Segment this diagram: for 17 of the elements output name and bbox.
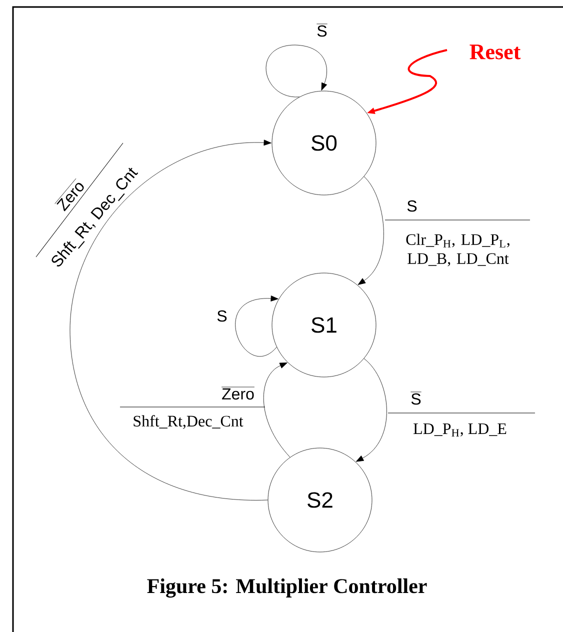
action-label: LD_P$_{H}$, LD_E [414,423,506,437]
action-label: Shft_Rt,Dec_Cnt [134,415,244,429]
arrow [266,44,328,98]
edge-label: $\overline{\mathsf{S}}$ [410,392,422,405]
caption: Figure 5: Multiplier Controller [147,578,427,598]
edge-label: $\mathsf{S}$ [217,310,227,322]
arrow [264,362,290,458]
edge-label: $\overline{\mathsf{S}}$ [316,24,328,37]
edge-label: $\mathsf{S}$ [407,200,417,212]
edge-label: Reset [470,44,521,60]
arrow [70,140,272,500]
arrow [235,296,278,357]
action-label: Clr_P$_{H}$, LD_P$_{L}$, LD_B, LD_Cnt [406,234,510,266]
edge-label: $\overline{\mathsf{Zero}}$ [222,387,254,400]
edge-label: $\overline{\mathsf{Zero}}$ [54,178,84,212]
arrow [358,176,384,285]
arrow [356,358,387,462]
